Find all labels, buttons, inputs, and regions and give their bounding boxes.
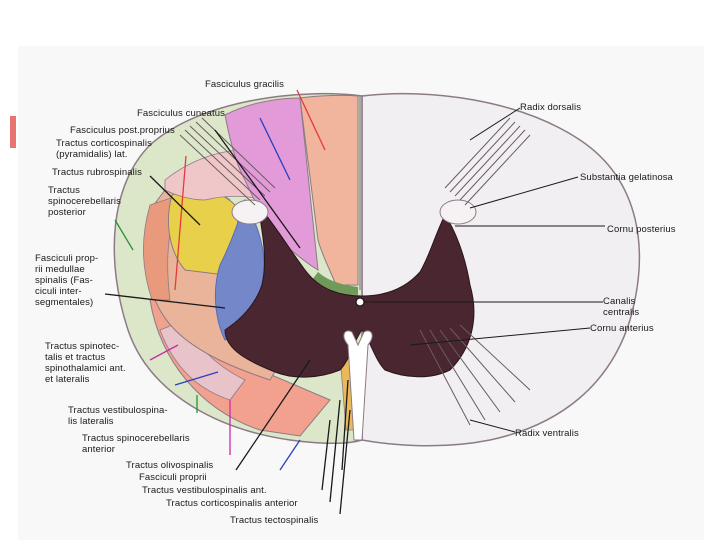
central-canal [355, 297, 365, 307]
label-fasciculus-cuneatus: Fasciculus cuneatus [137, 108, 225, 119]
label-tractus-olivospinalis: Tractus olivospinalis [126, 460, 214, 471]
gray-matter [224, 203, 475, 378]
anterior-median-fissure [343, 330, 373, 441]
region-fasciculus-post-proprius [312, 272, 358, 295]
label-tractus-spinocerebellaris-posterior: Tractus spinocerebellaris posterior [48, 185, 121, 218]
label-canalis-centralis: Canalis centralis [603, 296, 640, 318]
label-tractus-vestibulospinalis-ant: Tractus vestibulospinalis ant. [142, 485, 267, 496]
label-cornu-posterius: Cornu posterius [607, 224, 676, 235]
label-radix-dorsalis: Radix dorsalis [520, 102, 582, 113]
lead-lines-left [104, 89, 351, 515]
lead-lines-right [364, 107, 605, 433]
label-tractus-spinotectalis: Tractus spinotec- talis et tractus spino… [45, 341, 126, 385]
region-fasciculus-gracilis [299, 94, 359, 286]
substantia-gelatinosa-right [439, 199, 477, 225]
label-cornu-anterius: Cornu anterius [590, 323, 654, 334]
label-tractus-rubrospinalis: Tractus rubrospinalis [52, 167, 142, 178]
label-tractus-tectospinalis: Tractus tectospinalis [230, 515, 319, 526]
substantia-gelatinosa-left [231, 199, 269, 225]
label-tractus-corticospinalis-anterior: Tractus corticospinalis anterior [166, 498, 298, 509]
label-tractus-spinocerebellaris-anterior: Tractus spinocerebellaris anterior [82, 433, 190, 455]
label-fasciculus-gracilis: Fasciculus gracilis [205, 79, 284, 90]
label-fasciculi-proprii-anterior: Fasciculi proprii [139, 472, 207, 483]
dorsal-root-right [444, 117, 531, 206]
label-tractus-corticospinalis-lat: Tractus corticospinalis (pyramidalis) la… [56, 138, 152, 160]
label-substantia-gelatinosa: Substantia gelatinosa [580, 172, 673, 183]
dorsal-root-left [179, 117, 276, 206]
label-fasciculus-post-proprius: Fasciculus post.proprius [70, 125, 175, 136]
slide-accent-bar [10, 116, 16, 148]
label-tractus-vestibulospinalis-lateralis: Tractus vestibulospina- lis lateralis [68, 405, 168, 427]
label-fasciculi-proprii: Fasciculi prop- rii medullae spinalis (F… [35, 253, 99, 308]
label-radix-ventralis: Radix ventralis [515, 428, 579, 439]
